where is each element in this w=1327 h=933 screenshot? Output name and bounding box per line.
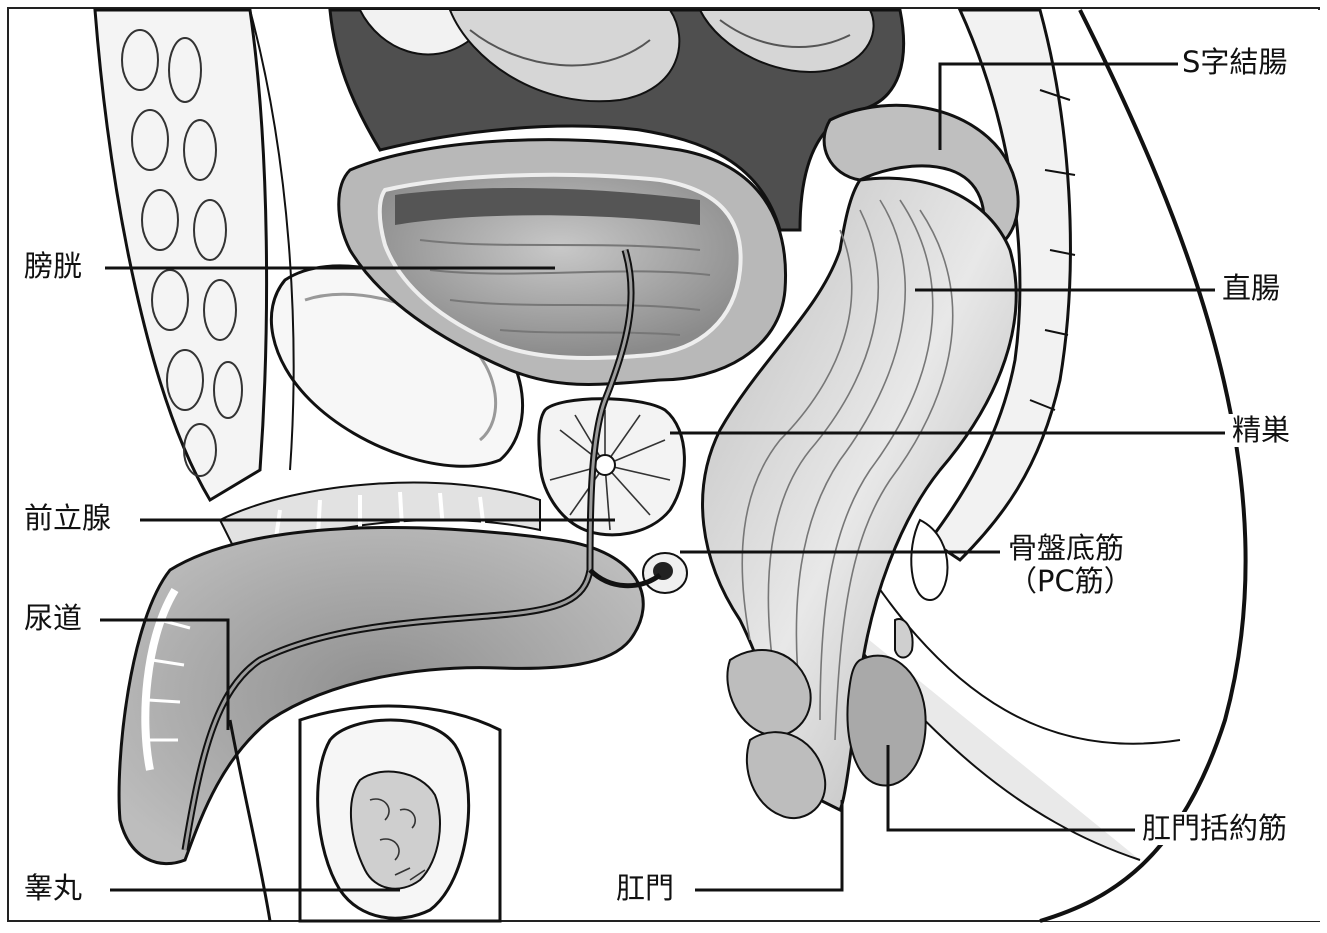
label-seminal-vesicle: 精巣: [1228, 414, 1294, 447]
label-testis: 睾丸: [20, 872, 86, 905]
label-anal-sphincter: 肛門括約筋: [1138, 812, 1291, 845]
label-pelvic-floor-line1: 骨盤底筋: [1008, 532, 1133, 565]
label-sigmoid-colon: S字結腸: [1178, 46, 1291, 79]
label-urethra: 尿道: [20, 602, 86, 635]
label-pelvic-floor-line2: （PC筋）: [1008, 565, 1133, 598]
label-pelvic-floor: 骨盤底筋 （PC筋）: [1004, 532, 1137, 599]
label-bladder: 膀胱: [20, 250, 86, 283]
label-anus: 肛門: [612, 872, 678, 905]
label-prostate: 前立腺: [20, 502, 115, 535]
label-rectum: 直腸: [1218, 272, 1284, 305]
